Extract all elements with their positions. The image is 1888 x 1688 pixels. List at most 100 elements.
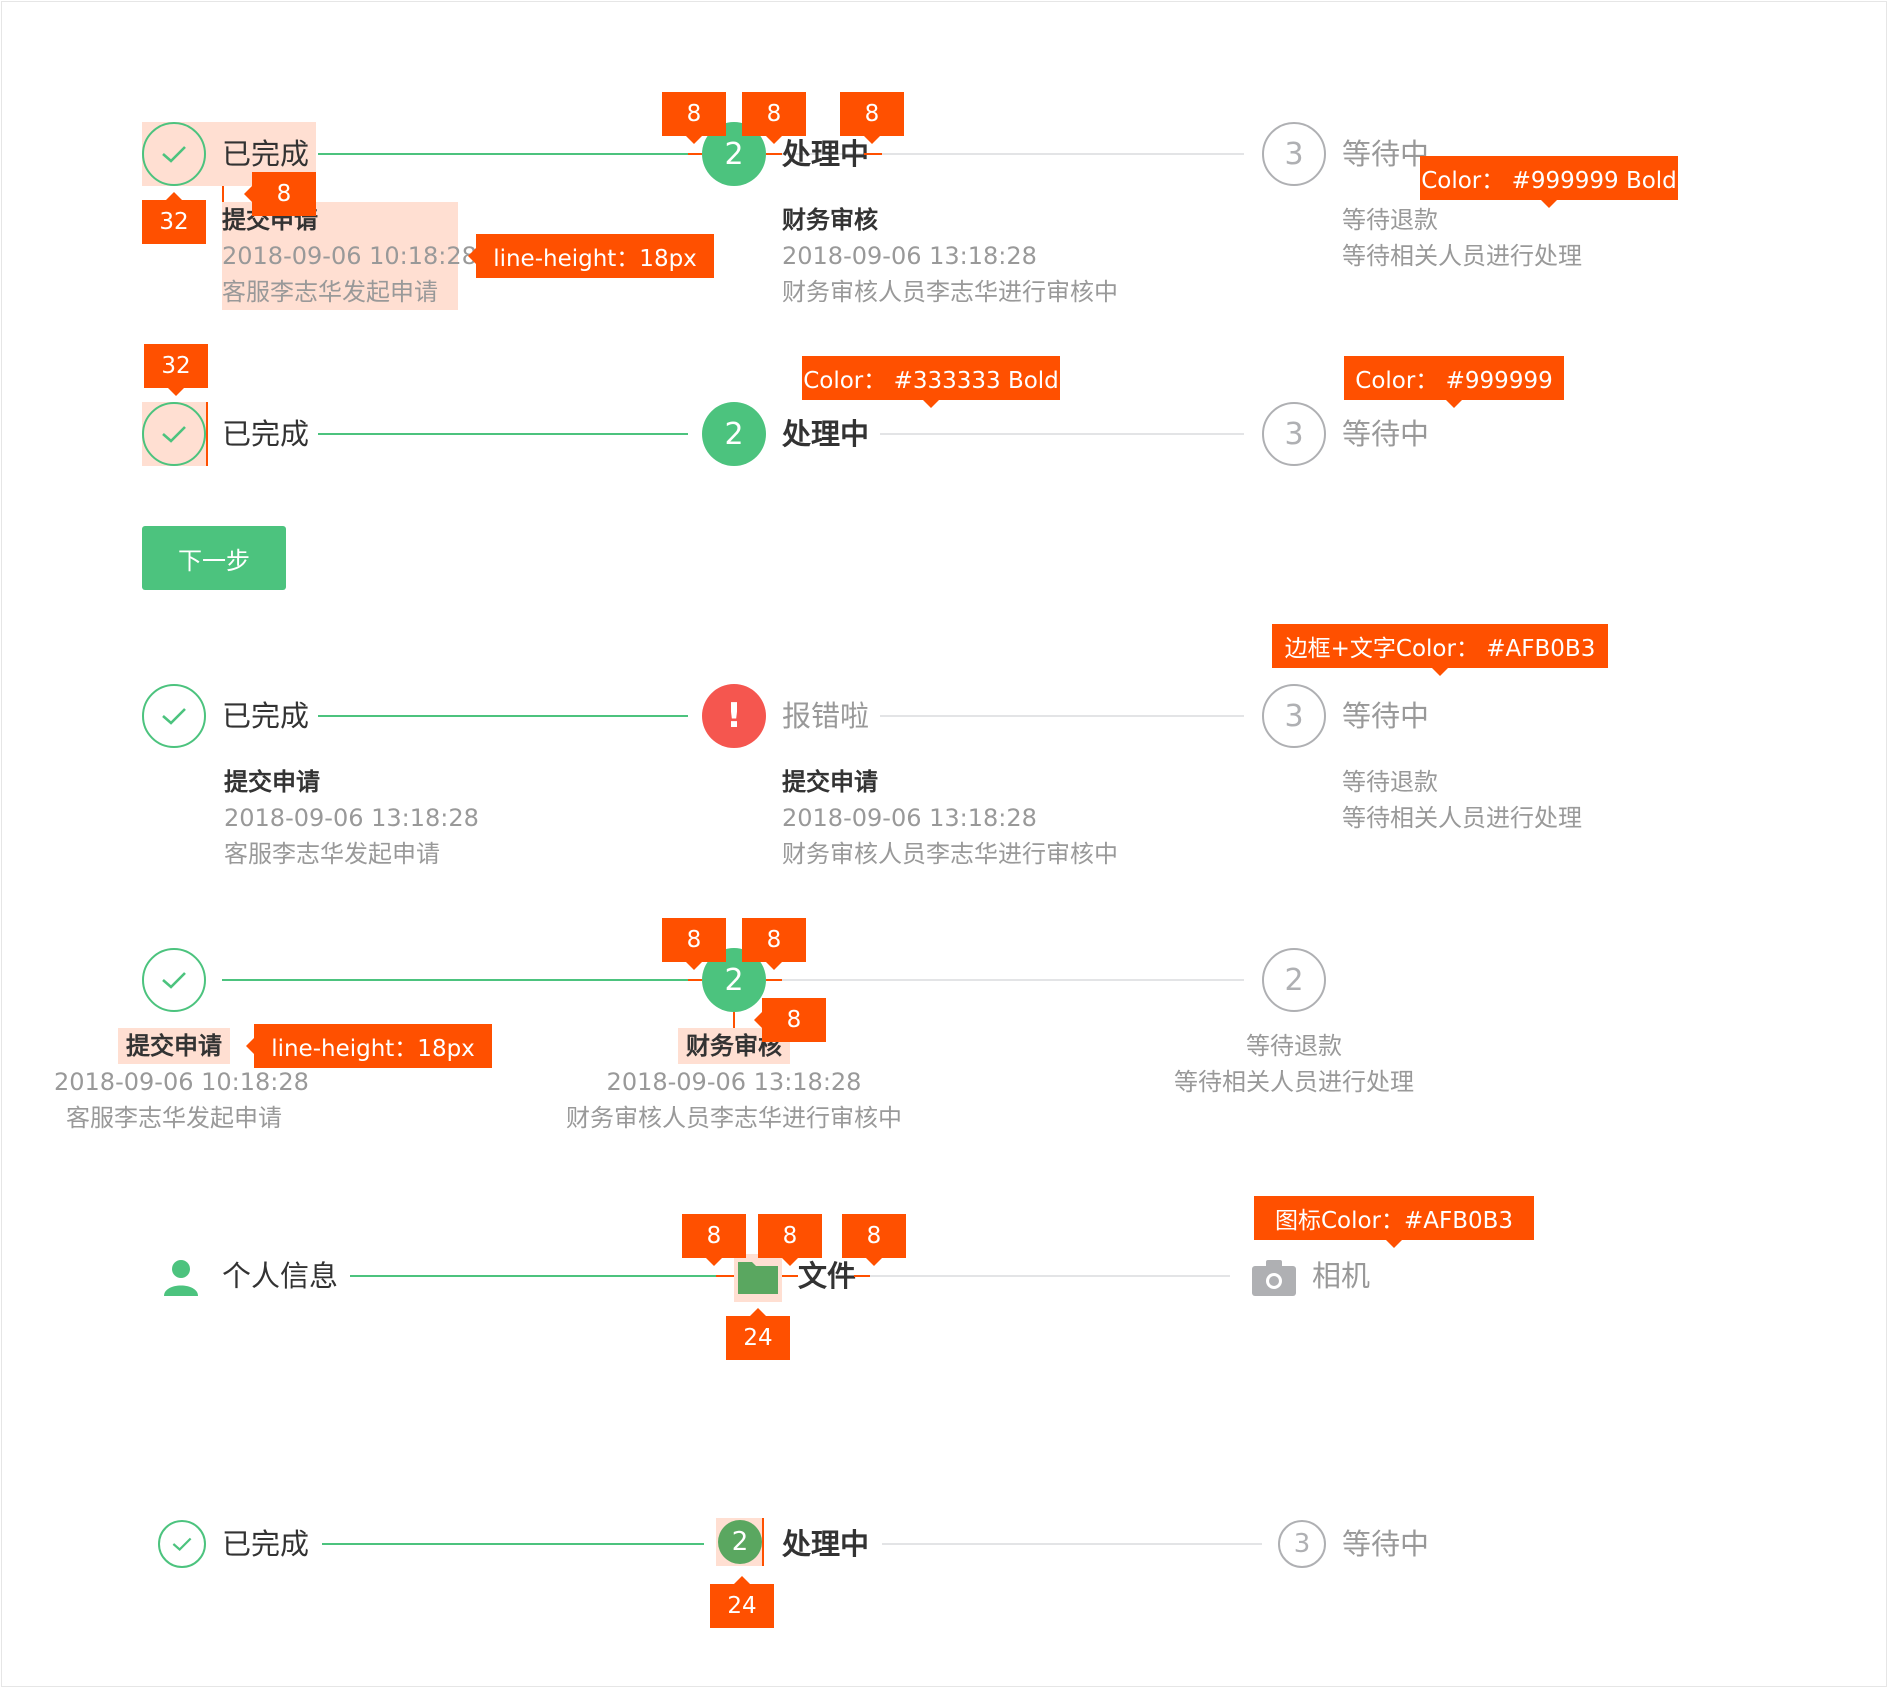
connector-line-pending: [782, 979, 1244, 981]
check-icon: [162, 972, 186, 989]
detail-date: 2018-09-06 10:18:28: [54, 1068, 309, 1096]
step-2-circle: 2: [702, 402, 766, 466]
step-error-detail: 提交申请 2018-09-06 13:18:28 财务审核人员李志华进行审核中: [782, 764, 1118, 872]
detail-desc: 财务审核人员李志华进行审核中: [782, 278, 1118, 306]
detail-title: 提交申请: [126, 1032, 222, 1060]
step-done-label: 已完成: [222, 417, 310, 451]
detail-title: 等待退款: [1246, 1032, 1342, 1060]
step-camera-label: 相机: [1312, 1259, 1371, 1293]
spec-annotation: 8: [662, 92, 726, 144]
detail-title: 财务审核: [782, 206, 878, 234]
step-number: 2: [724, 962, 744, 998]
step-processing-label: 处理中: [782, 417, 870, 451]
spec-annotation: 8: [842, 1214, 906, 1266]
step-done-label: 已完成: [222, 699, 310, 733]
step-number: 2: [724, 136, 744, 172]
detail-title: 提交申请: [782, 768, 878, 796]
step-waiting-detail: 等待退款 等待相关人员进行处理: [1342, 202, 1582, 274]
spec-annotation: 8: [758, 1214, 822, 1266]
detail-desc: 客服李志华发起申请: [66, 1104, 282, 1132]
step-done-circle: [142, 122, 206, 186]
step-waiting-label: 等待中: [1342, 699, 1430, 733]
step-3-circle: 3: [1262, 122, 1326, 186]
step-number: 2: [731, 1527, 749, 1557]
detail-date: 2018-09-06 13:18:28: [224, 804, 479, 832]
next-step-button[interactable]: 下一步: [142, 526, 286, 590]
detail-desc: 等待相关人员进行处理: [1342, 804, 1582, 832]
detail-title: 等待退款: [1342, 768, 1438, 796]
spec-annotation: 图标Color：#AFB0B3: [1254, 1196, 1534, 1248]
spacing-guide: [854, 1275, 870, 1277]
detail-title: 财务审核: [686, 1032, 782, 1060]
detail-title: 等待退款: [1342, 206, 1438, 234]
spec-annotation: 8: [840, 92, 904, 144]
spacing-guide: [688, 153, 702, 155]
detail-date: 2018-09-06 13:18:28: [782, 804, 1037, 832]
spec-annotation: Color： #999999: [1344, 356, 1564, 408]
spec-annotation: 8: [682, 1214, 746, 1266]
spec-annotation: line-height：18px: [246, 1024, 492, 1068]
step-2-circle: 2: [718, 1520, 762, 1564]
connector-line-done: [318, 433, 688, 435]
spec-annotation: 24: [710, 1576, 774, 1628]
connector-line-done: [350, 1275, 716, 1277]
step-error-circle: !: [702, 684, 766, 748]
spec-annotation: line-height：18px: [468, 234, 714, 278]
connector-line-pending: [882, 1543, 1262, 1545]
step-waiting-label: 等待中: [1342, 417, 1430, 451]
step-done-detail: 提交申请 2018-09-06 13:18:28 客服李志华发起申请: [224, 764, 479, 872]
connector-line-pending: [870, 1275, 1230, 1277]
step-waiting-detail: 等待退款 等待相关人员进行处理: [1342, 764, 1582, 836]
spacing-guide: [762, 1518, 764, 1566]
connector-line-done: [322, 1543, 704, 1545]
step-number: 2: [1284, 962, 1304, 998]
step-2-circle-pending: 2: [1262, 948, 1326, 1012]
connector-line-pending: [880, 715, 1244, 717]
step-number: 3: [1293, 1529, 1311, 1559]
detail-date: 2018-09-06 13:18:28: [782, 242, 1037, 270]
detail-desc: 财务审核人员李志华进行审核中: [566, 1104, 902, 1132]
step-done-label: 已完成: [222, 1527, 310, 1561]
step-personal-info-label: 个人信息: [222, 1259, 339, 1293]
spacing-guide: [733, 1012, 735, 1028]
user-icon: [164, 1260, 198, 1296]
step-processing-label: 处理中: [782, 1527, 870, 1561]
step-done-circle: [142, 402, 206, 466]
check-icon: [162, 426, 186, 443]
step-processing-detail: 财务审核 2018-09-06 13:18:28 财务审核人员李志华进行审核中: [782, 202, 1118, 310]
spec-annotation: 8: [662, 918, 726, 970]
step-waiting-detail: 等待退款 等待相关人员进行处理: [1144, 1028, 1444, 1100]
detail-desc: 客服李志华发起申请: [222, 278, 438, 306]
camera-icon: [1252, 1260, 1296, 1296]
detail-desc: 客服李志华发起申请: [224, 840, 440, 868]
spacing-highlight: [222, 202, 458, 310]
spec-annotation: 边框+文字Color： #AFB0B3: [1272, 624, 1608, 676]
step-3-circle: 3: [1262, 684, 1326, 748]
spec-annotation: 8: [742, 918, 806, 970]
spec-annotation: 8: [742, 92, 806, 144]
step-done-circle: [158, 1520, 206, 1568]
detail-date: 2018-09-06 10:18:28: [222, 242, 477, 270]
spec-annotation: 24: [726, 1308, 790, 1360]
detail-desc: 财务审核人员李志华进行审核中: [782, 840, 1118, 868]
step-error-label: 报错啦: [782, 699, 870, 733]
spec-annotation: 32: [144, 344, 208, 396]
step-number: 2: [724, 416, 744, 452]
connector-line-done: [318, 153, 688, 155]
spacing-guide: [206, 402, 208, 466]
step-done-circle: [142, 684, 206, 748]
step-3-circle: 3: [1278, 1520, 1326, 1568]
step-waiting-label: 等待中: [1342, 137, 1430, 171]
step-processing-label: 处理中: [782, 137, 870, 171]
step-file-label: 文件: [798, 1259, 857, 1293]
step-waiting-label: 等待中: [1342, 1527, 1430, 1561]
step-done-label: 已完成: [222, 137, 310, 171]
detail-desc: 等待相关人员进行处理: [1174, 1068, 1414, 1096]
spacing-guide: [864, 153, 882, 155]
spacing-guide: [222, 186, 224, 202]
step-number: 3: [1284, 698, 1304, 734]
folder-icon: [738, 1262, 778, 1294]
spec-annotation: Color： #333333 Bold: [802, 356, 1060, 408]
detail-desc: 等待相关人员进行处理: [1342, 242, 1582, 270]
